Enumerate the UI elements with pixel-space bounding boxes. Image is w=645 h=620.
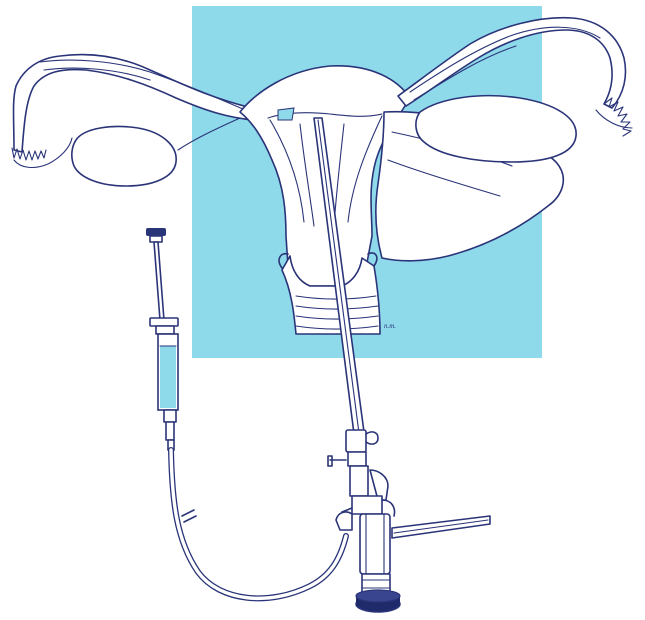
syringe-plunger-head [146,228,166,236]
tube-break-marks [182,510,196,522]
upper-stopcock [346,430,366,452]
ovary-right [416,96,576,162]
ovary-left [72,127,176,187]
syringe [146,228,178,450]
scope-body [360,514,390,574]
illustrator-signature: n.m. [384,322,396,330]
fimbriae-left [12,148,46,160]
syringe-flange [150,318,178,326]
syringe-fluid [160,346,176,408]
connecting-tube [171,450,346,598]
tubal-ostium [278,108,294,120]
syringe-plunger-rod [154,242,164,320]
